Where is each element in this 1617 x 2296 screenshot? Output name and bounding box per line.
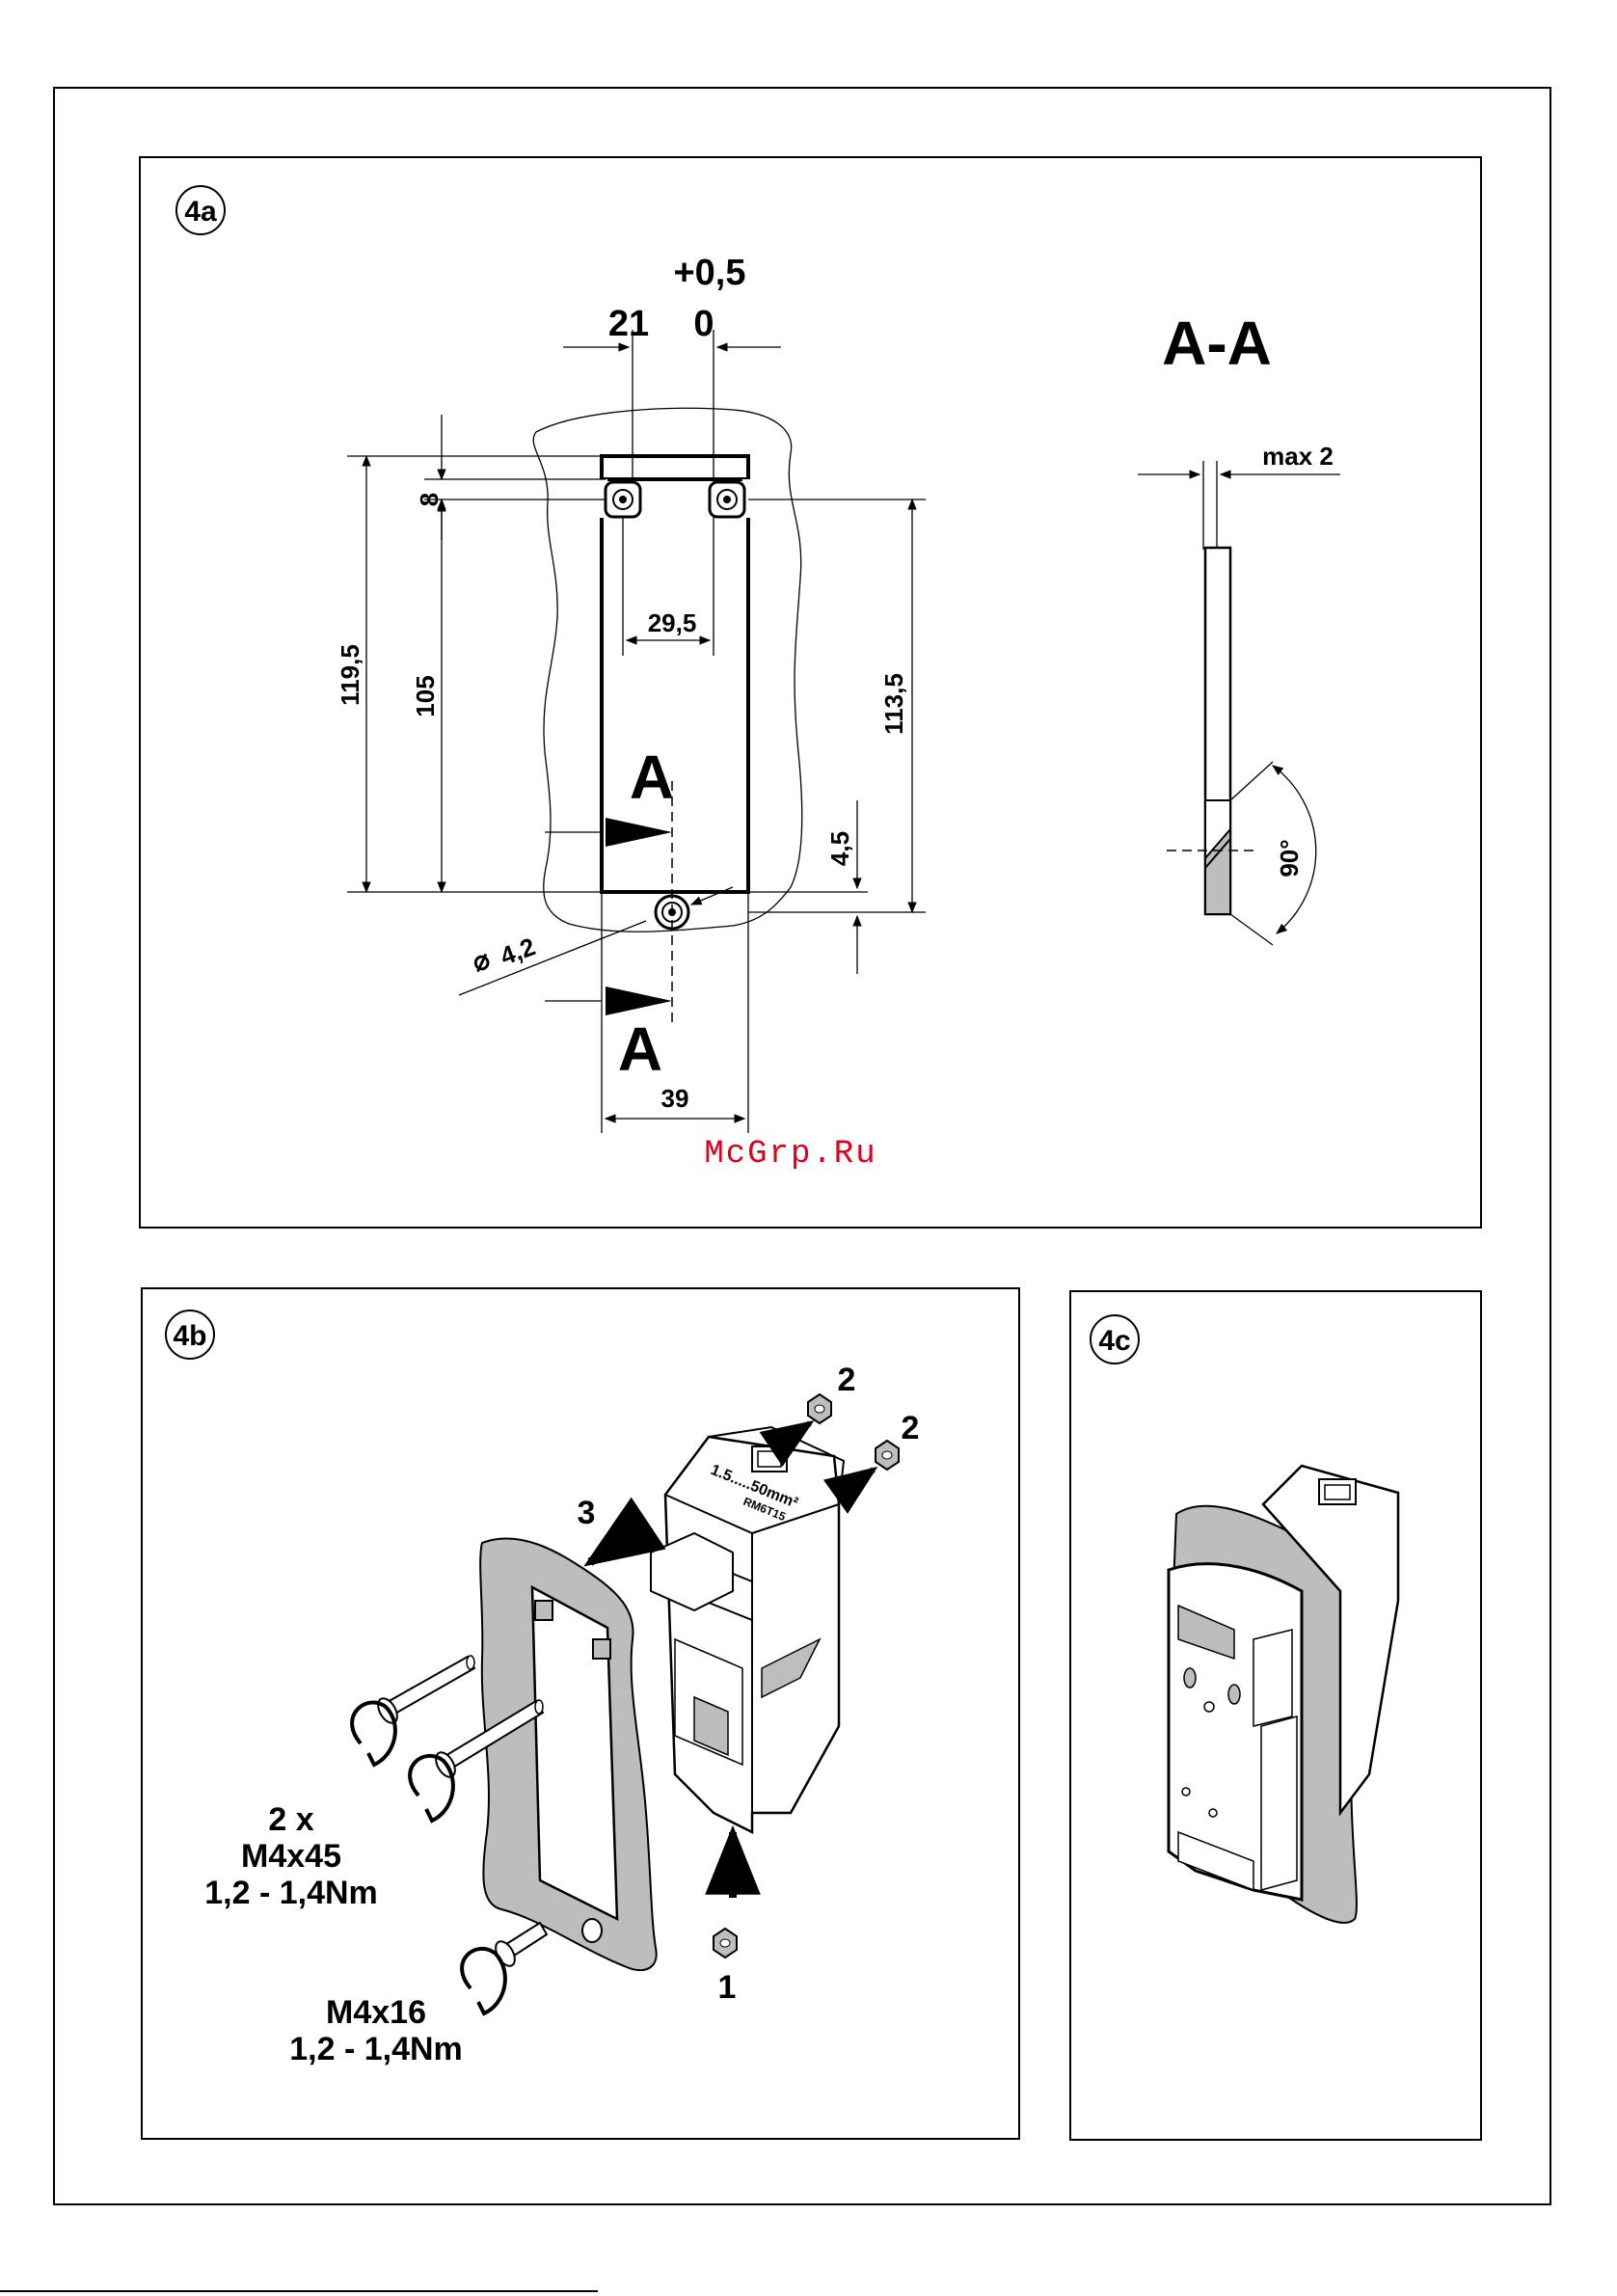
nut-2b (876, 1441, 899, 1470)
section-mark-top: A (630, 743, 674, 812)
rotation-arrow-3 (462, 1949, 505, 2013)
rotation-arrow-2 (410, 1756, 453, 1821)
section-max2: max 2 (1262, 442, 1334, 471)
dim-dia-symbol: ⌀ (469, 944, 495, 978)
screw-spec-2-line1: M4x16 (326, 1994, 426, 2031)
watermark: McGrp.Ru (704, 1136, 876, 1173)
screw-spec-1-line3: 1,2 - 1,4Nm (204, 1875, 378, 1911)
mount-hole-top-left (606, 482, 640, 517)
step-3-arrow (590, 1531, 636, 1562)
dim-105: 105 (411, 675, 440, 716)
panel-4b: 4b (142, 1288, 1019, 2139)
step-3: 3 (578, 1495, 596, 1531)
dim-29-5: 29,5 (648, 608, 697, 637)
dim-8: 8 (415, 493, 444, 506)
dim-tol-plus: +0,5 (673, 253, 745, 293)
panel-4c-label: 4c (1098, 1325, 1130, 1357)
nut-2a (808, 1394, 831, 1423)
screw-m4x45-upper (374, 1656, 474, 1726)
step-1: 1 (718, 1969, 737, 2006)
dim-dia-4-2: 4,2 (497, 932, 539, 971)
screw-spec-1-line2: M4x45 (241, 1838, 341, 1875)
screw-spec-2-line2: 1,2 - 1,4Nm (289, 2031, 463, 2067)
gasket-frame (480, 1538, 657, 1970)
section-arrow-bottom (606, 986, 672, 1015)
step-2a: 2 (838, 1362, 856, 1398)
section-title: A-A (1162, 309, 1272, 378)
panel-4c: 4c (1070, 1291, 1481, 2140)
step-2b-arrow (847, 1470, 874, 1489)
dim-39: 39 (661, 1084, 689, 1113)
rotation-arrow-1 (352, 1702, 395, 1765)
section-mark-bottom: A (618, 1014, 662, 1084)
panel-4a: 4a (140, 157, 1481, 1228)
nut-1 (714, 1929, 737, 1958)
installed-fuse-holder (1169, 1466, 1398, 1923)
panel-4a-label: 4a (184, 196, 217, 228)
step-2b: 2 (902, 1410, 920, 1446)
dim-113-5: 113,5 (879, 673, 908, 735)
dim-tol-0: 0 (693, 304, 714, 344)
fuse-holder-device: 1.5.....50mm² RM6T15 (651, 1427, 844, 1832)
section-angle: 90° (1275, 839, 1304, 877)
mount-hole-top-right (710, 482, 744, 517)
dim-4-5: 4,5 (825, 831, 854, 866)
screw-spec-1-line1: 2 x (268, 1801, 313, 1838)
section-view (1138, 461, 1340, 945)
panel-4b-label: 4b (173, 1320, 206, 1352)
dim-tol-21: 21 (608, 304, 649, 344)
dim-119-5: 119,5 (336, 644, 364, 706)
